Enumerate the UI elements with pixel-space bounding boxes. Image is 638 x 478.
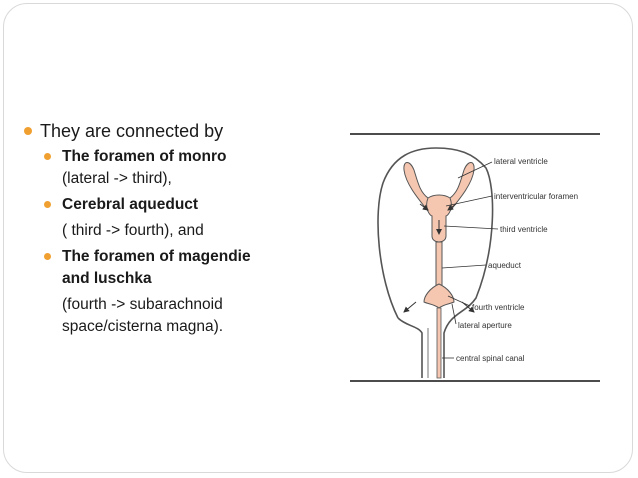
label-interventricular-foramen: interventricular foramen xyxy=(494,192,578,201)
label-fourth-ventricle: fourth ventricle xyxy=(472,303,525,312)
bullet-foramen-monro-desc: (lateral -> third), xyxy=(62,170,172,187)
bullet-foramen-magendie-line2: and luschka xyxy=(62,270,152,287)
third-ventricle xyxy=(426,194,452,243)
fourth-ventricle xyxy=(423,283,455,309)
aqueduct xyxy=(435,241,443,287)
brain-outline xyxy=(377,147,494,378)
bullet-intro: They are connected by xyxy=(24,118,324,144)
label-aqueduct: aqueduct xyxy=(488,261,522,270)
bullet-foramen-magendie-desc-1: (fourth -> subarachnoid xyxy=(62,296,223,313)
bullet-list: They are connected by The foramen of mon… xyxy=(24,118,324,338)
bullet-foramen-magendie: The foramen of magendie xyxy=(24,246,324,268)
bullet-cerebral-aqueduct: Cerebral aqueduct xyxy=(24,194,324,216)
bullet-cerebral-aqueduct-desc: ( third -> fourth), and xyxy=(62,222,204,239)
central-canal xyxy=(436,307,442,379)
label-central-spinal-canal: central spinal canal xyxy=(456,354,525,363)
label-lateral-ventricle: lateral ventricle xyxy=(494,157,548,166)
cord-inner xyxy=(427,328,439,378)
bullet-foramen-magendie-desc-2: space/cisterna magna). xyxy=(62,318,224,335)
label-third-ventricle: third ventricle xyxy=(500,225,548,234)
cord-outline xyxy=(397,317,423,378)
ventricle-diagram: lateral ventricle interventricular foram… xyxy=(350,133,600,382)
bullet-foramen-monro: The foramen of monro xyxy=(24,146,324,168)
slide-frame xyxy=(3,3,633,473)
label-lateral-aperture: lateral aperture xyxy=(458,321,512,330)
